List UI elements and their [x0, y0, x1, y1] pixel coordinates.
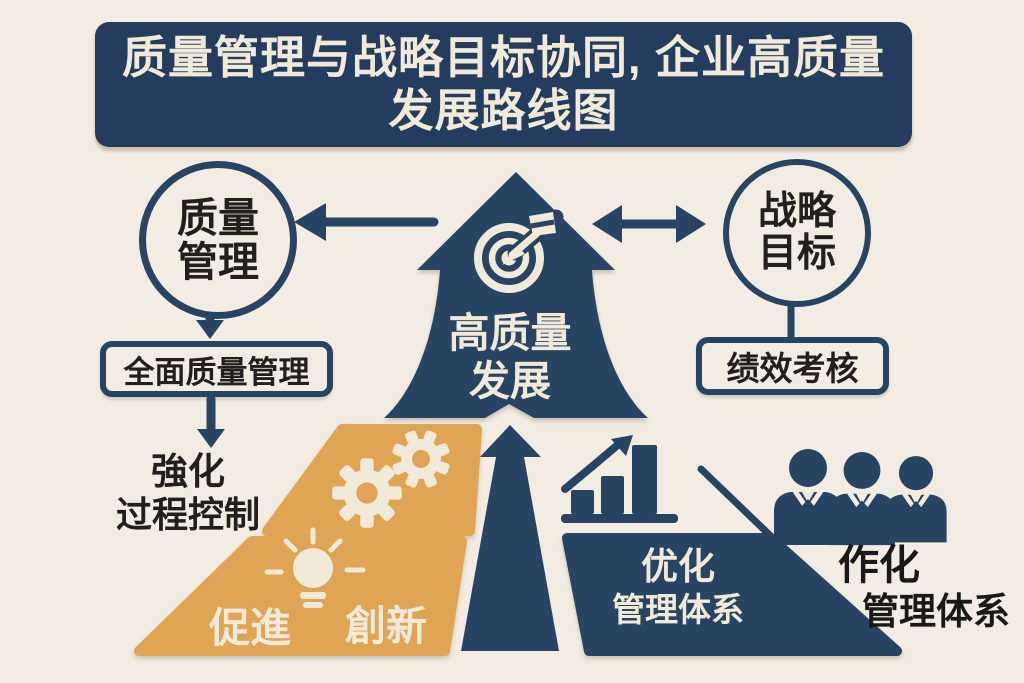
- road-arrow-shape: [461, 425, 559, 651]
- node-label: 优化: [641, 546, 715, 587]
- node-quality-management: 质量 管理: [139, 161, 297, 319]
- optimize-slope-shape: [562, 533, 902, 656]
- node-label: 战略: [757, 189, 836, 233]
- growth-arrow-label: 高质量 发展: [404, 310, 616, 405]
- node-process-control: 強化 过程控制: [88, 451, 288, 536]
- innovation-label-left: 促進: [209, 605, 291, 651]
- node-label: 高质量: [448, 310, 572, 356]
- team-icon: [774, 449, 947, 546]
- node-label: 管理体系: [862, 591, 1010, 632]
- person-icon: [829, 452, 895, 546]
- node-team-system: 作化 管理体系: [838, 542, 1024, 632]
- bar-chart-icon: [561, 435, 678, 523]
- node-total-quality-management: 全面质量管理: [100, 341, 333, 397]
- node-label: 质量: [177, 194, 259, 241]
- double-arrow-icon: [592, 205, 706, 243]
- left-arrow-icon: [294, 203, 439, 241]
- person-icon: [774, 449, 842, 545]
- person-icon: [885, 456, 947, 543]
- lightbulb-icon: [264, 527, 366, 608]
- node-label: 过程控制: [115, 493, 260, 535]
- gears-icon: [332, 430, 450, 528]
- node-label: 作化: [838, 542, 920, 588]
- node-label: 強化: [151, 451, 225, 492]
- node-optimize-system: 优化 管理体系: [572, 546, 784, 628]
- page-title-line2: 发展路线图: [388, 84, 619, 136]
- innovation-label-right: 創新: [345, 603, 427, 649]
- node-label: 管理: [177, 239, 259, 285]
- slope-line: [697, 465, 782, 547]
- growth-arrow-shape: [384, 172, 648, 418]
- node-label: 目标: [757, 232, 836, 275]
- node-label: 管理体系: [612, 590, 744, 628]
- node-label: 全面质量管理: [123, 354, 310, 390]
- title-banner: 质量管理与战略目标协同, 企业高质量 发展路线图: [95, 22, 912, 147]
- node-label: 绩效考核: [726, 350, 859, 387]
- node-performance-assessment: 绩效考核: [696, 337, 889, 395]
- node-strategic-goals: 战略 目标: [723, 159, 871, 307]
- node-label: 发展: [469, 358, 551, 405]
- down-arrow-icon: [197, 394, 225, 448]
- page-title-line1: 质量管理与战略目标协同, 企业高质量: [121, 32, 885, 84]
- target-bullseye-icon: [474, 209, 564, 293]
